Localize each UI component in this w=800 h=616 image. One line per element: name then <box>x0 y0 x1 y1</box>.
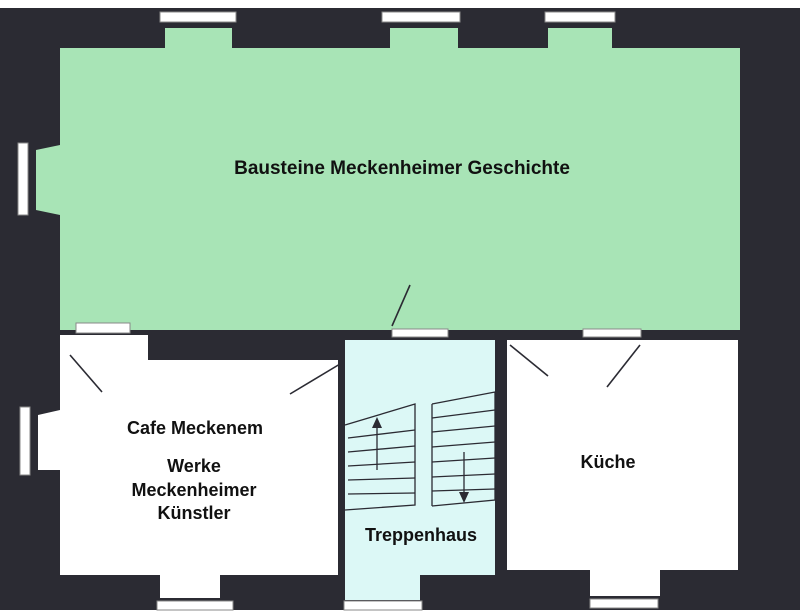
stair-step <box>347 477 416 481</box>
label-cafe-sub-3: Künstler <box>157 503 230 523</box>
window-left-1 <box>17 142 29 216</box>
room-kitchen <box>507 340 738 596</box>
stair-step <box>347 461 416 467</box>
window-mid-2 <box>391 328 449 338</box>
label-cafe-sub-1: Werke <box>167 456 221 476</box>
door-line-hall <box>391 284 411 327</box>
door-line-kitchen-right <box>606 344 641 388</box>
room-main-hall <box>36 28 740 330</box>
label-kitchen: Küche <box>580 452 635 472</box>
staircase <box>344 391 496 511</box>
window-bottom-1 <box>156 600 234 611</box>
window-bottom-3 <box>589 598 659 609</box>
door-line-kitchen-left <box>509 344 549 377</box>
stair-step <box>347 445 416 453</box>
window-left-2 <box>19 406 31 476</box>
window-mid-3 <box>582 328 642 338</box>
stair-step <box>347 429 416 439</box>
stair-outline-left <box>344 403 416 511</box>
door-line-cafe-right <box>289 363 341 395</box>
window-top-2 <box>381 11 461 23</box>
room-cafe <box>38 335 338 598</box>
windows <box>17 11 659 611</box>
label-cafe: Cafe Meckenem <box>127 418 263 438</box>
stair-step <box>431 409 496 419</box>
door-lines <box>69 284 641 395</box>
label-cafe-sub-2: Meckenheimer <box>131 480 256 500</box>
stair-arrow-up-icon <box>372 417 382 428</box>
stair-step <box>431 441 496 448</box>
stair-step <box>431 425 496 433</box>
label-main-hall: Bausteine Meckenheimer Geschichte <box>234 158 570 179</box>
window-top-1 <box>159 11 237 23</box>
door-line-cafe-left <box>69 354 103 393</box>
stair-arrow-down-icon <box>459 492 469 503</box>
stair-outline-right <box>431 391 496 507</box>
room-stairs <box>345 340 495 600</box>
window-mid-1 <box>75 322 131 334</box>
stair-step <box>347 492 416 495</box>
window-top-3 <box>544 11 616 23</box>
label-stairs: Treppenhaus <box>365 525 477 545</box>
window-bottom-2 <box>343 600 423 611</box>
